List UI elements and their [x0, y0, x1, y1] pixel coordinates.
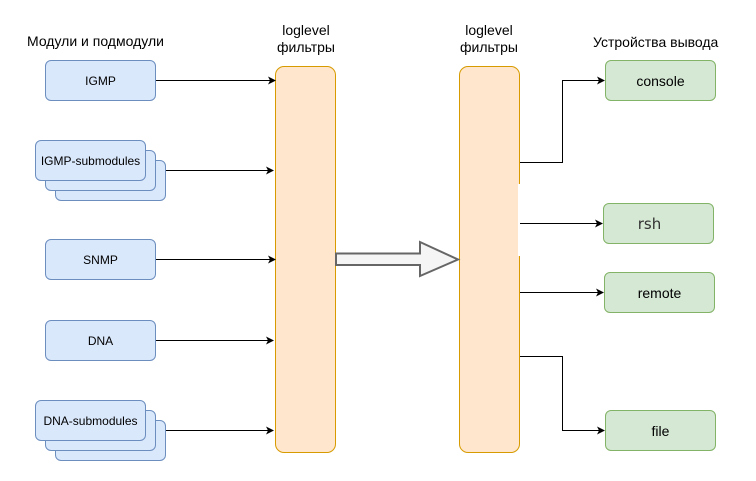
output-remote[interactable]: remote [604, 272, 715, 313]
arrow-filter-to-file [520, 356, 605, 435]
left-filter-heading-line2: фильтры [277, 39, 335, 55]
module-snmp-label: SNMP [83, 252, 118, 267]
output-file-label: file [651, 422, 670, 439]
output-rsh-label: rsh [637, 214, 662, 233]
module-dna-submodules[interactable]: DNA-submodules [35, 400, 146, 441]
arrow-filter-to-console [520, 76, 605, 163]
right-filter-border-gap [518, 184, 521, 256]
module-dna-label: DNA [87, 333, 114, 348]
right-filter-heading: loglevel фильтры [453, 22, 525, 56]
module-snmp[interactable]: SNMP [45, 239, 156, 280]
output-remote-label: remote [637, 284, 682, 301]
outputs-heading: Устройства вывода [593, 34, 719, 50]
module-igmp[interactable]: IGMP [45, 60, 156, 101]
left-filter-heading-line1: loglevel [282, 22, 330, 38]
output-console-label: console [636, 72, 685, 89]
left-filter-heading: loglevel фильтры [270, 22, 342, 56]
module-igmp-label: IGMP [85, 73, 116, 88]
output-console[interactable]: console [605, 60, 716, 101]
module-dna[interactable]: DNA [45, 320, 156, 361]
modules-heading: Модули и подмодули [27, 33, 164, 49]
big-flow-arrow-icon [335, 240, 461, 278]
output-file[interactable]: file [605, 410, 716, 451]
module-dna-submodules-label: DNA-submodules [43, 413, 138, 428]
right-loglevel-filter[interactable] [459, 66, 520, 453]
module-igmp-submodules[interactable]: IGMP-submodules [35, 140, 146, 181]
module-igmp-submodules-label: IGMP-submodules [40, 153, 141, 168]
right-filter-heading-line2: фильтры [460, 39, 518, 55]
right-filter-heading-line1: loglevel [465, 22, 513, 38]
left-loglevel-filter[interactable] [275, 66, 336, 453]
output-rsh[interactable]: rsh [603, 203, 714, 244]
